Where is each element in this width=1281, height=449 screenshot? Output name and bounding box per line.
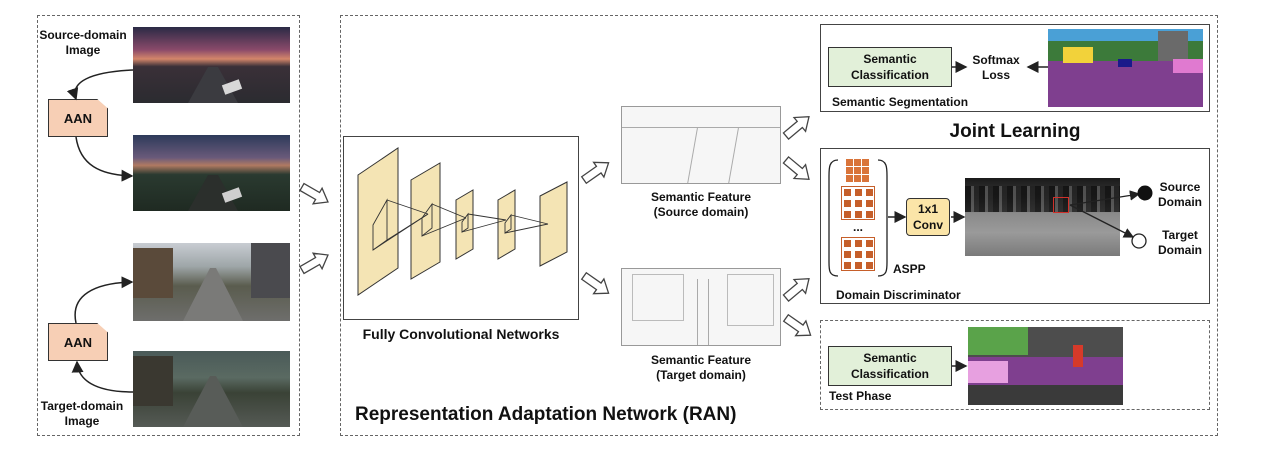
- feature-source-image: [621, 106, 781, 184]
- fcn-layer-1: [357, 147, 399, 296]
- block-arrow-target-to-test: [782, 313, 812, 337]
- feature-source-label: Semantic Feature (Source domain): [650, 190, 752, 219]
- block-arrow-fcn-to-target-feature: [580, 271, 610, 295]
- test-phase-caption: Test Phase: [829, 389, 892, 403]
- aspp-kernel-1: [846, 158, 870, 182]
- fcn-layer-5: [539, 181, 568, 267]
- segmentation-caption: Semantic Segmentation: [832, 95, 969, 109]
- aan-top: AAN: [48, 99, 108, 137]
- aspp-kernel-2: [841, 186, 875, 220]
- target-domain-output-label: Target Domain: [1157, 228, 1202, 257]
- feature-target-label: Semantic Feature (Target domain): [650, 353, 752, 382]
- curve-aan-to-target: [74, 276, 134, 324]
- block-arrow-fcn-to-source-feature: [580, 161, 610, 185]
- aan-bottom: AAN: [48, 323, 108, 361]
- segmentation-map: [1048, 29, 1203, 107]
- aspp-kernel-3: [841, 237, 875, 271]
- test-semantic-classification-box: Semantic Classification: [828, 346, 952, 386]
- block-arrow-lower-to-fcn: [299, 252, 329, 275]
- input-panel: [37, 15, 300, 436]
- source-domain-label: Source-domain Image: [39, 28, 127, 57]
- source-adapted-image: [133, 135, 290, 211]
- test-phase-box: [820, 320, 1210, 410]
- aspp-bracket-right: [877, 159, 888, 277]
- block-arrow-target-to-disc: [782, 278, 810, 302]
- target-domain-node: [1131, 233, 1147, 249]
- block-arrow-source-to-disc: [782, 156, 810, 180]
- source-domain-output-label: Source Domain: [1157, 180, 1202, 209]
- curve-source-to-aan: [66, 69, 134, 101]
- source-domain-node: [1137, 185, 1153, 201]
- semantic-classification-box: Semantic Classification: [828, 47, 952, 87]
- conv-1x1-box: 1x1 Conv: [906, 198, 950, 236]
- target-adapted-image: [133, 351, 290, 427]
- block-arrow-source-to-seg: [782, 116, 810, 140]
- fcn-layer-4: [497, 189, 516, 260]
- discriminator-caption: Domain Discriminator: [836, 288, 961, 302]
- feature-target-image: [621, 268, 781, 346]
- block-arrow-upper-to-fcn: [299, 182, 329, 205]
- fcn-layer-3: [455, 189, 474, 260]
- target-domain-label: Target-domain Image: [40, 399, 124, 428]
- source-image: [133, 27, 290, 103]
- curve-adapted-to-aan: [71, 360, 134, 393]
- ran-title: Representation Adaptation Network (RAN): [355, 404, 737, 425]
- softmax-loss-label: Softmax Loss: [972, 53, 1020, 82]
- ran-panel: [340, 15, 1218, 436]
- curve-aan-to-adapted: [75, 136, 134, 182]
- fcn-label: Fully Convolutional Networks: [362, 326, 560, 342]
- aspp-bracket: [828, 159, 839, 277]
- aspp-ellipsis: ...: [852, 220, 863, 234]
- aspp-label: ASPP: [893, 262, 926, 276]
- test-segmentation-map: [968, 327, 1123, 405]
- target-image: [133, 243, 290, 321]
- joint-learning-title: Joint Learning: [949, 121, 1081, 142]
- fcn-layer-2: [410, 162, 441, 280]
